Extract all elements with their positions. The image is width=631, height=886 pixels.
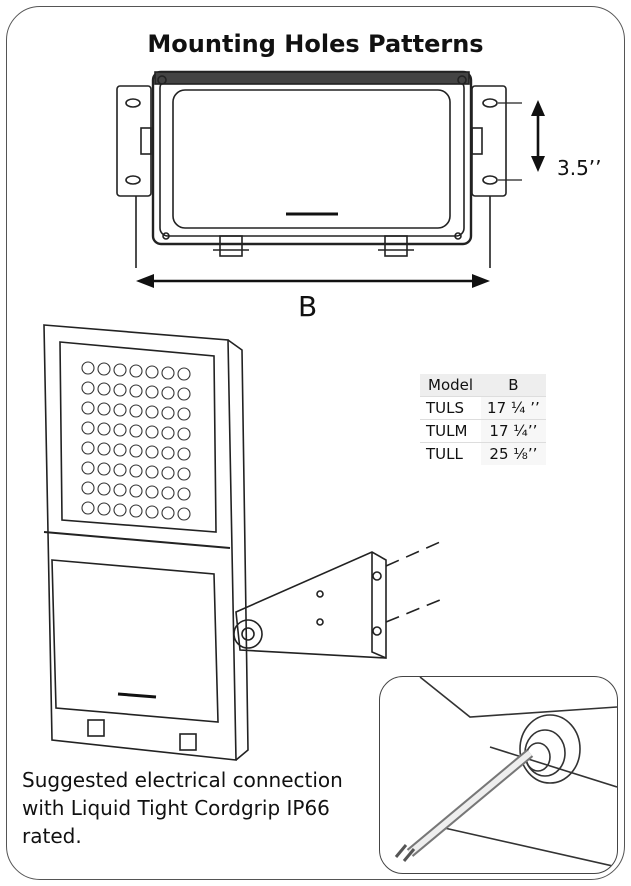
mounting-guide-lines (385, 541, 441, 623)
led-grid (81, 361, 191, 521)
table-header-b: B (481, 374, 546, 397)
housing-top-edge (154, 71, 470, 85)
corner-screw (454, 232, 462, 240)
table-row: TULS 17 ¼ ’’ (420, 396, 546, 420)
left-top-hole (125, 98, 141, 108)
lens-frame (59, 341, 217, 533)
corner-screw (157, 75, 167, 85)
table-header-model: Model (420, 374, 482, 397)
mounting-holes-diagram (116, 70, 545, 288)
lower-cover (51, 559, 219, 723)
page-title: Mounting Holes Patterns (147, 30, 484, 58)
model-dimension-table: Model B TULS 17 ¼ ’’ TULM 17 ¼’’ TULL 25… (420, 374, 546, 465)
width-dimension-arrow (136, 274, 490, 288)
hole-spacing-arrow (531, 100, 545, 172)
left-bolt (140, 127, 152, 155)
fixture-foot (179, 733, 197, 751)
cordgrip-nut (519, 714, 581, 784)
model-cell: TULL (420, 442, 482, 465)
housing-edge (419, 677, 617, 718)
right-top-hole (482, 98, 498, 108)
electrical-connection-note: Suggested electrical connection with Liq… (22, 768, 343, 848)
housing-cover (172, 89, 451, 229)
left-bottom-hole (125, 175, 141, 185)
arm-hole (372, 626, 382, 636)
bottom-fitting (219, 235, 243, 257)
b-cell: 17 ¼’’ (481, 419, 546, 443)
mounting-arm (235, 551, 387, 659)
width-label: B (298, 290, 318, 323)
cordgrip-inset (379, 676, 618, 874)
fixture-foot (87, 719, 105, 737)
model-cell: TULS (420, 396, 482, 420)
corner-screw (457, 75, 467, 85)
model-cell: TULM (420, 419, 482, 443)
right-bottom-hole (482, 175, 498, 185)
fixture-side (227, 339, 249, 761)
table-row: TULM 17 ¼’’ (420, 419, 546, 443)
pivot-knob (233, 619, 263, 649)
table-row: TULL 25 ⅛’’ (420, 442, 546, 465)
corner-screw (162, 232, 170, 240)
cordgrip-illustration (394, 677, 617, 868)
bottom-fitting (384, 235, 408, 257)
b-cell: 17 ¼ ’’ (481, 396, 546, 420)
b-cell: 25 ⅛’’ (481, 442, 546, 465)
arm-hole (372, 571, 382, 581)
hole-spacing-label: 3.5’’ (557, 156, 602, 180)
lower-slot (117, 692, 157, 699)
